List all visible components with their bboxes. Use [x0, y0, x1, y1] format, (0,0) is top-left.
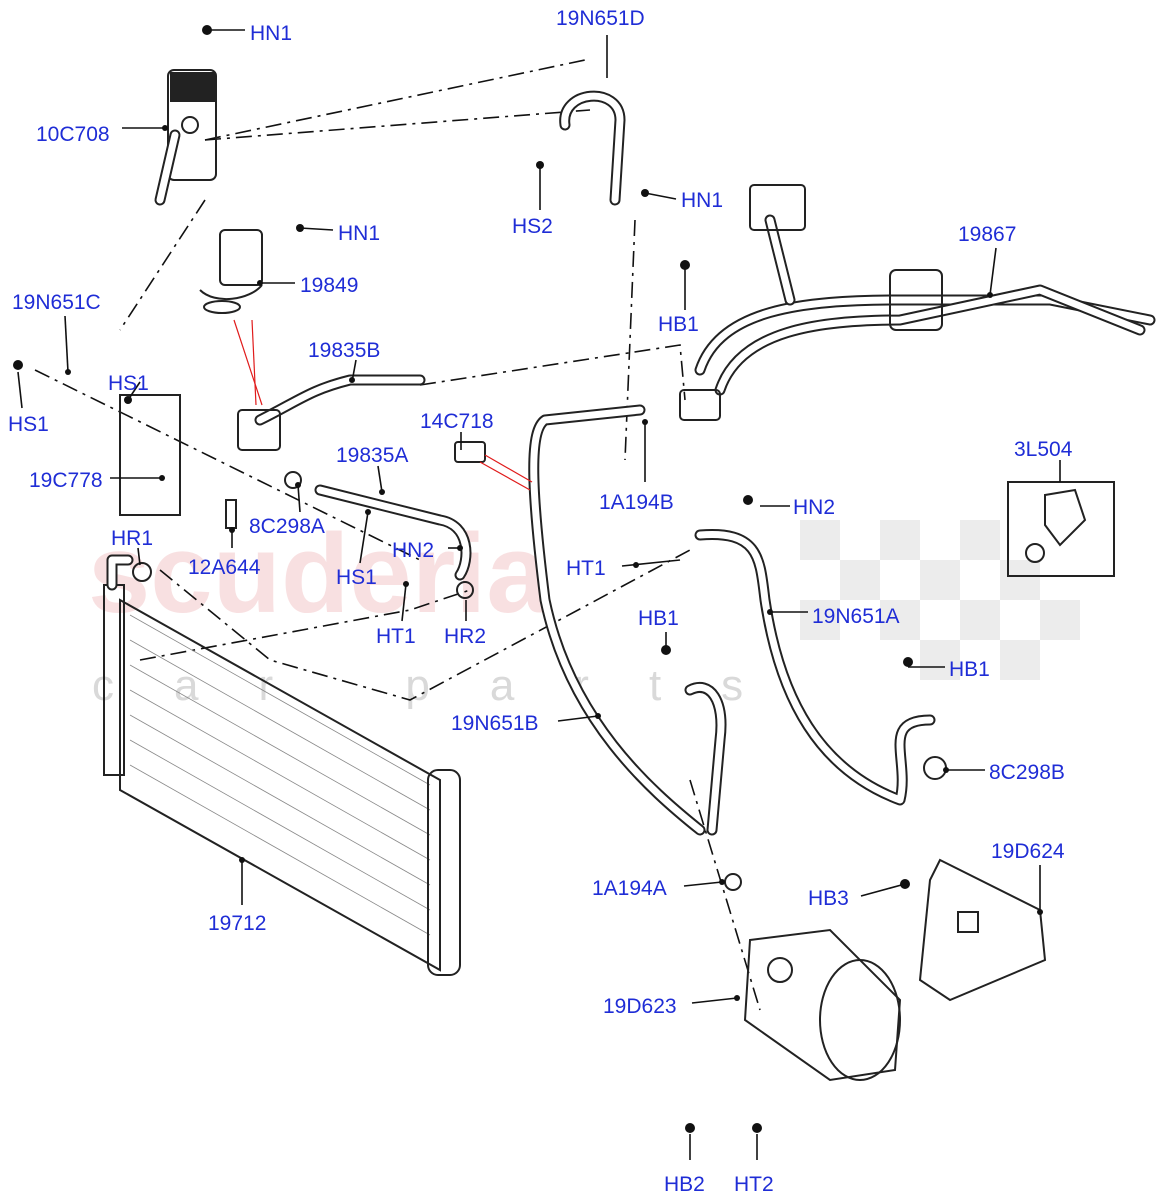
- label-ht2: HT2: [734, 1173, 774, 1196]
- hose-19N651A: [694, 528, 936, 806]
- label-19d623: 19D623: [603, 995, 677, 1018]
- expansion-valve-19849: [199, 229, 263, 314]
- label-19867: 19867: [958, 223, 1016, 246]
- label-8c298a: 8C298A: [249, 515, 325, 538]
- label-3l504: 3L504: [1014, 438, 1073, 461]
- label-hn2-mid: HN2: [392, 539, 434, 562]
- condenser-19712: [103, 554, 461, 976]
- label-14c718: 14C718: [420, 410, 494, 433]
- compressor-19D623: [743, 928, 902, 1082]
- red-callouts: [233, 319, 533, 491]
- label-19n651a: 19N651A: [812, 605, 900, 628]
- inset-3L504: [1007, 481, 1115, 577]
- label-hb2: HB2: [664, 1173, 705, 1196]
- label-hb3: HB3: [808, 887, 849, 910]
- label-hs1-left: HS1: [8, 413, 49, 436]
- label-hb1-right: HB1: [949, 658, 990, 681]
- watermark-line2: car parts: [92, 661, 803, 710]
- label-1a194a: 1A194A: [592, 877, 667, 900]
- bracket-19D624: [918, 858, 1047, 1002]
- hose-19N651D: [559, 90, 626, 206]
- label-12a644: 12A644: [188, 556, 261, 579]
- label-19n651d: 19N651D: [556, 7, 645, 30]
- label-19c778: 19C778: [29, 469, 103, 492]
- watermark-checker-flag: [800, 520, 1080, 680]
- label-1a194b: 1A194B: [599, 491, 674, 514]
- label-ht1-right: HT1: [566, 557, 606, 580]
- part-labels: HN1 10C708 19N651D HS2 HN1 HN1 19849 198…: [8, 7, 1073, 1196]
- fastener-dots: [13, 25, 1043, 1133]
- label-hr1: HR1: [111, 527, 153, 550]
- label-19d624: 19D624: [991, 840, 1065, 863]
- label-19n651b: 19N651B: [451, 712, 539, 735]
- label-19712: 19712: [208, 912, 266, 935]
- hose-19N651B: [528, 404, 727, 836]
- evaporator-pipes-19867: [679, 184, 1156, 421]
- label-19849: 19849: [300, 274, 358, 297]
- label-19n651c: 19N651C: [12, 291, 101, 314]
- label-8c298b: 8C298B: [989, 761, 1065, 784]
- pipe-19835B: [237, 374, 426, 451]
- label-hs1-bracket: HS1: [108, 372, 149, 395]
- label-ht1-left: HT1: [376, 625, 416, 648]
- label-hn1-valve: HN1: [338, 222, 380, 245]
- label-hn1-mid: HN1: [681, 189, 723, 212]
- label-hb1-mid: HB1: [638, 607, 679, 630]
- label-hs1-low: HS1: [336, 566, 377, 589]
- label-19835b: 19835B: [308, 339, 380, 362]
- label-hn2-top: HN2: [793, 496, 835, 519]
- label-10c708: 10C708: [36, 123, 110, 146]
- label-hn1-top: HN1: [250, 22, 292, 45]
- label-hs2: HS2: [512, 215, 553, 238]
- watermark: scuderia car parts: [88, 511, 1080, 710]
- label-19835a: 19835A: [336, 444, 408, 467]
- leader-lines: [17, 29, 1061, 1160]
- chiller-10C708: [154, 69, 217, 206]
- pipe-19835A: [314, 484, 472, 581]
- label-hb1-top: HB1: [658, 313, 699, 336]
- label-hr2: HR2: [444, 625, 486, 648]
